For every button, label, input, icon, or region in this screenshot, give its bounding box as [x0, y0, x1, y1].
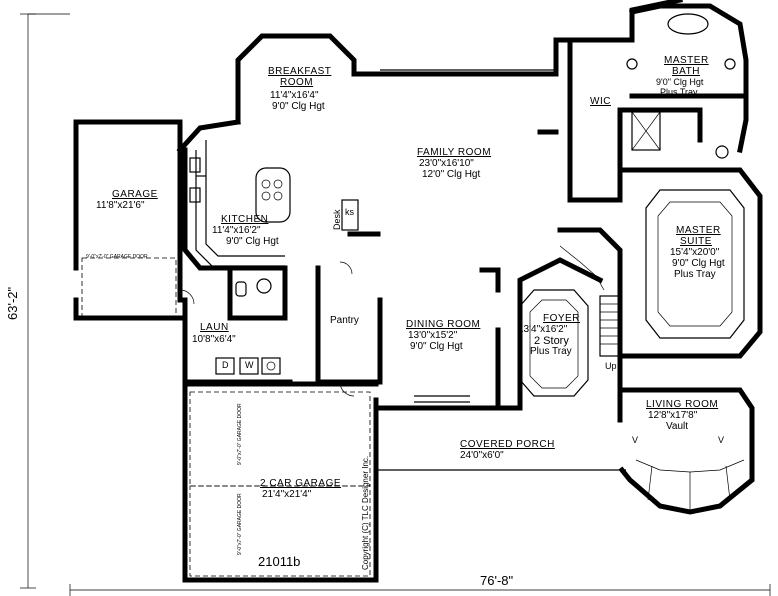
kitchen-ceiling: 9'0" Clg Hgt	[226, 236, 279, 247]
foyer-name: FOYER	[543, 313, 580, 324]
foyer-size: 13'4"x16'2"	[518, 324, 568, 335]
pantry-name: Pantry	[330, 315, 359, 326]
family-room-name: FAMILY ROOM	[417, 147, 492, 158]
living-room-name: LIVING ROOM	[646, 399, 719, 410]
stair-up-label: Up	[605, 361, 617, 371]
garage-size: 11'8"x21'6"	[96, 200, 145, 211]
copyright-notice: Copyright (C) TLC Designer Inc.	[361, 455, 370, 570]
ks-label: ks	[345, 207, 354, 217]
dining-room-size: 13'0"x15'2"	[408, 330, 458, 341]
garage-name: GARAGE	[112, 189, 158, 200]
living-room-note: Vault	[666, 421, 689, 432]
kitchen-name: KITCHEN	[221, 214, 269, 225]
covered-porch-size: 24'0"x6'0"	[460, 450, 504, 461]
stairs	[559, 245, 621, 357]
family-room-ceiling: 12'0" Clg Hgt	[422, 169, 481, 180]
dining-room-ceiling: 9'0" Clg Hgt	[410, 341, 463, 352]
plan-number: 21011b	[258, 554, 301, 569]
breakfast-room-name-line2: ROOM	[280, 77, 314, 88]
breakfast-room-size: 11'4"x16'4"	[270, 90, 319, 101]
two-car-garage-name: 2 CAR GARAGE	[260, 478, 342, 489]
master-bath-note: Plus Tray	[660, 87, 698, 97]
desk-label: Desk	[332, 209, 342, 230]
master-suite-ceiling: 9'0" Clg Hgt	[672, 258, 725, 269]
small-garage-door-label: 9'-0"x7'-0" GARAGE DOOR	[86, 254, 148, 260]
laundry-name: LAUN	[200, 322, 229, 333]
laundry-size: 10'8"x6'4"	[192, 334, 236, 345]
overall-width-dimension: 76'-8"	[480, 573, 514, 588]
master-suite-size: 15'4"x20'0"	[670, 247, 720, 258]
master-bath-ceiling: 9'0" Clg Hgt	[656, 77, 704, 87]
walls	[73, 0, 763, 583]
master-bath-name-line1: MASTER	[664, 55, 709, 66]
foyer-note-line2: Plus Tray	[530, 346, 572, 357]
master-suite-name-line1: MASTER	[676, 225, 721, 236]
living-room-size: 12'8"x17'8"	[648, 410, 698, 421]
family-room-size: 23'0"x16'10"	[419, 158, 474, 169]
breakfast-room-ceiling: 9'0" Clg Hgt	[272, 101, 325, 112]
dryer-label: D	[222, 360, 229, 370]
master-bath-name-line2: BATH	[672, 66, 700, 77]
dining-room-name: DINING ROOM	[406, 319, 481, 330]
two-car-garage-size: 21'4"x21'4"	[262, 489, 312, 500]
covered-porch-name: COVERED PORCH	[460, 439, 555, 450]
vault-mark-right: V	[718, 435, 725, 445]
foyer-note-line1: 2 Story	[534, 335, 569, 347]
washer-label: W	[245, 360, 254, 370]
vault-mark-left: V	[632, 435, 639, 445]
kitchen-size: 11'4"x16'2"	[212, 225, 261, 236]
dimension-lines	[20, 13, 771, 596]
fixtures	[81, 13, 745, 577]
master-suite-note: Plus Tray	[674, 269, 716, 280]
master-suite-name-line2: SUITE	[680, 236, 712, 247]
wic-name: WIC	[590, 96, 611, 107]
garage-door-2-label: 9'-0"x7'-0" GARAGE DOOR	[237, 493, 243, 555]
garage-door-1-label: 9'-0"x7'-0" GARAGE DOOR	[237, 403, 243, 465]
breakfast-room-name-line1: BREAKFAST	[268, 66, 332, 77]
overall-depth-dimension: 63'-2"	[5, 286, 20, 320]
